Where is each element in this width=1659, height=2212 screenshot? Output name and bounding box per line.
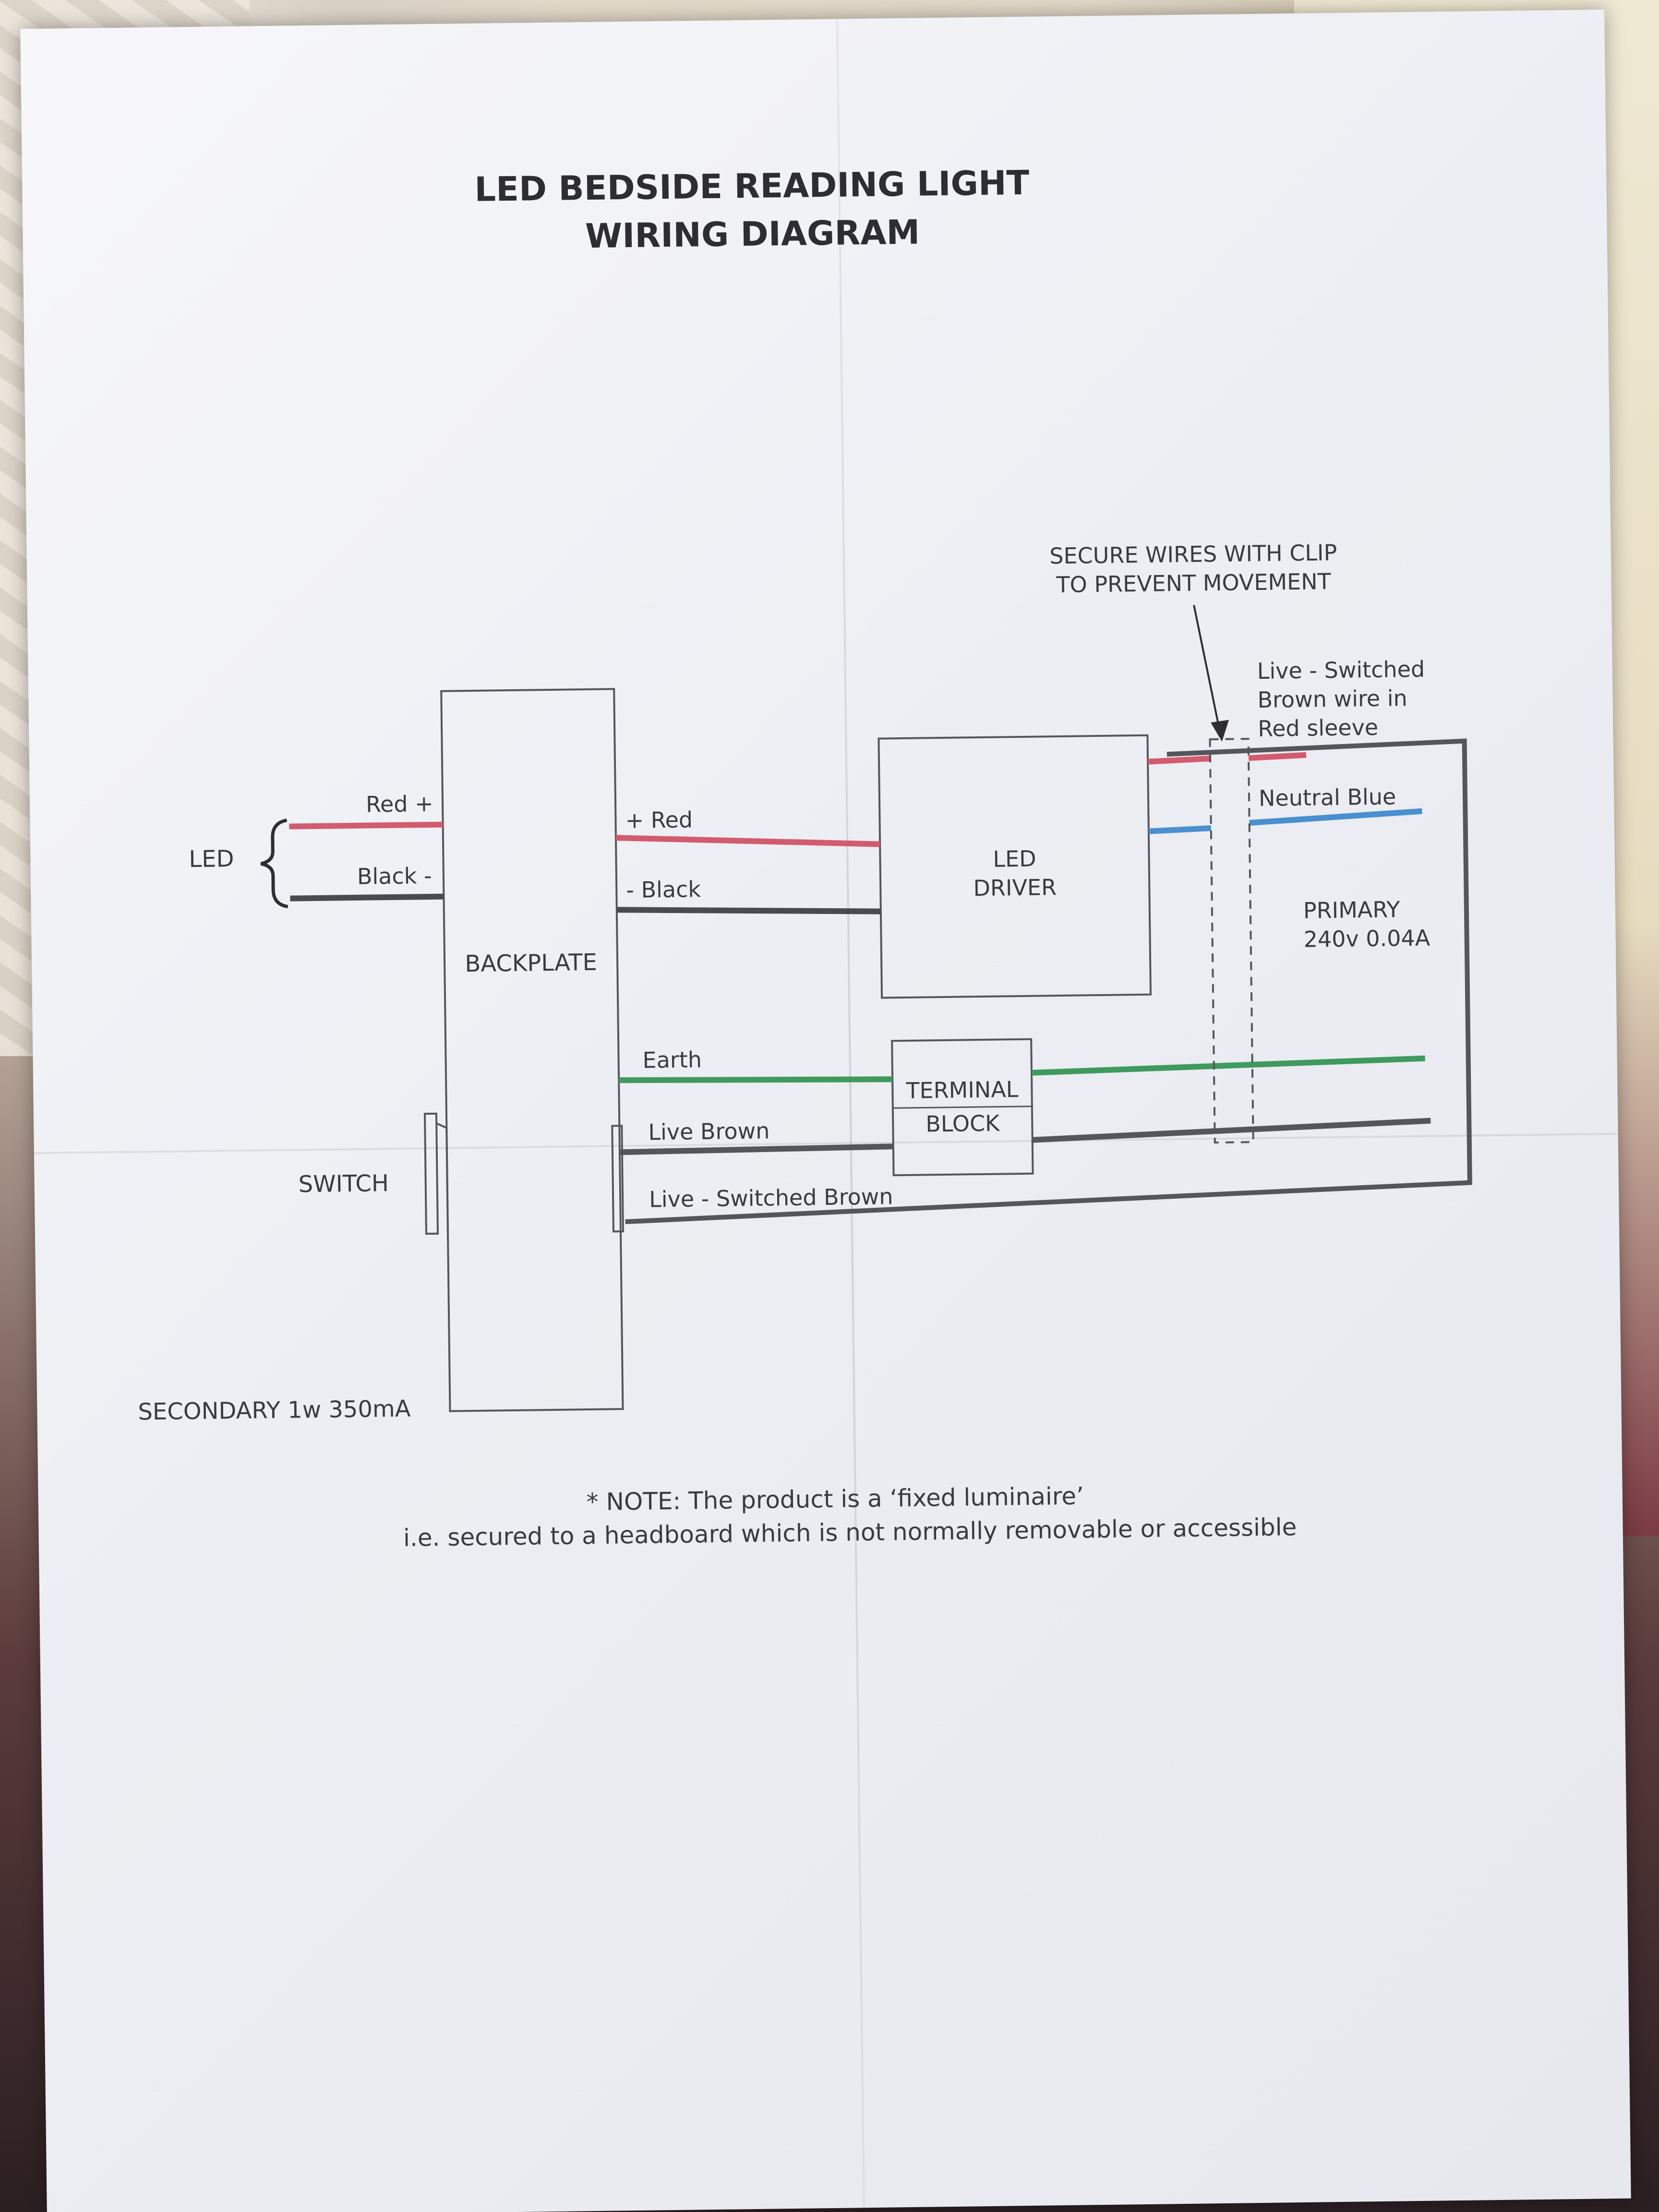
wire-neutral-blue-in (1148, 825, 1212, 834)
earth-label: Earth (642, 1046, 702, 1073)
terminal-block-divider (892, 1106, 1032, 1109)
wire-live-brown-right (1032, 1118, 1431, 1143)
instruction-sheet: LED BEDSIDE READING LIGHT WIRING DIAGRAM… (20, 10, 1631, 2212)
wire-neutral-blue-out (1249, 808, 1422, 826)
note-line-1: * NOTE: The product is a ‘fixed luminair… (586, 1482, 1084, 1516)
live-switched-label-3: Red sleeve (1258, 714, 1379, 742)
primary-label-2: 240v 0.04A (1303, 925, 1431, 952)
secure-label-1: SECURE WIRES WITH CLIP (1049, 540, 1337, 569)
plus-red-label: + Red (625, 806, 693, 833)
wire-primary-red-sleeve-out (1248, 752, 1307, 761)
live-switched-label-2: Brown wire in (1257, 685, 1407, 713)
wire-plus-red (615, 835, 880, 847)
terminal-label-1: TERMINAL (905, 1076, 1019, 1104)
wire-minus-black (616, 907, 881, 914)
led-driver-label-2: DRIVER (973, 874, 1057, 901)
note-line-2: i.e. secured to a headboard which is not… (403, 1513, 1297, 1552)
led-brace-icon (260, 818, 289, 909)
callout-arrow-line (1193, 605, 1221, 730)
callout-arrow-icon (1211, 720, 1229, 742)
title-line-1: LED BEDSIDE READING LIGHT (474, 163, 1030, 209)
secure-label-2: TO PREVENT MOVEMENT (1056, 568, 1332, 598)
live-switched-brown-label: Live - Switched Brown (649, 1183, 893, 1212)
title-line-2: WIRING DIAGRAM (585, 212, 920, 256)
led-label: LED (189, 845, 234, 873)
led-driver-box (878, 734, 1152, 999)
wire-earth-right (1031, 1055, 1425, 1076)
secondary-label: SECONDARY 1w 350mA (138, 1395, 411, 1426)
neutral-blue-label: Neutral Blue (1259, 783, 1396, 811)
live-switched-label-1: Live - Switched (1257, 656, 1425, 684)
switch-box (423, 1112, 439, 1235)
backplate-switch-contact (611, 1125, 624, 1233)
backplate-label: BACKPLATE (465, 949, 597, 977)
switch-label: SWITCH (298, 1170, 389, 1198)
minus-black-label: - Black (626, 876, 701, 903)
black-minus-label: Black - (357, 863, 432, 890)
switch-connector (436, 1122, 449, 1238)
wire-clip-outline (1209, 738, 1254, 1144)
wire-primary-red-sleeve (1147, 756, 1211, 765)
wire-live-brown-left (619, 1143, 893, 1155)
primary-label-1: PRIMARY (1303, 896, 1401, 923)
terminal-label-2: BLOCK (926, 1110, 1001, 1137)
live-brown-label: Live Brown (648, 1118, 770, 1145)
wire-live-switched-brown (625, 738, 1472, 1225)
wire-led-red (289, 821, 443, 830)
backplate-box (440, 688, 624, 1412)
led-driver-label-1: LED (993, 846, 1036, 872)
wire-led-black (290, 893, 444, 902)
wiring-diagram: LED BEDSIDE READING LIGHT WIRING DIAGRAM… (138, 163, 1472, 1552)
red-plus-label: Red + (366, 791, 433, 817)
wire-earth-left (619, 1076, 893, 1083)
